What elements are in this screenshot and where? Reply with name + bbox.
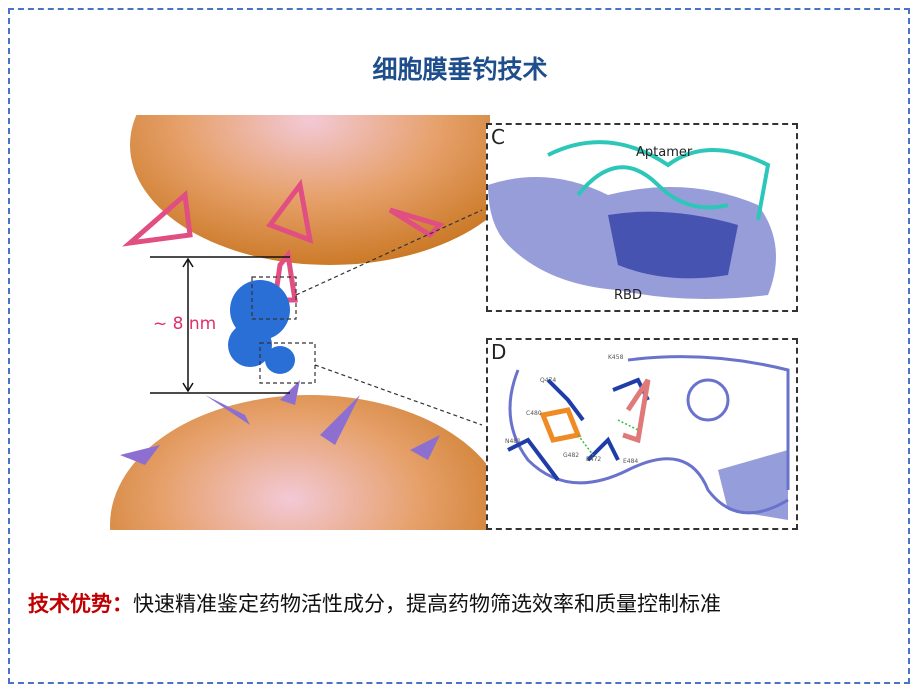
aptamer-label: Aptamer (636, 145, 693, 160)
panel-d-label: D (491, 340, 507, 364)
residue-label: K458 (608, 354, 624, 361)
top-cell-sphere (130, 115, 490, 265)
residue-label: E484 (623, 458, 639, 465)
cell-membrane-illustration (110, 115, 490, 530)
distance-label: ~ 8 nm (153, 314, 217, 334)
protein-blob (228, 280, 295, 374)
dashed-frame (8, 8, 910, 684)
advantage-statement: 技术优势：快速精准鉴定药物活性成分，提高药物筛选效率和质量控制标准 (28, 588, 721, 618)
distance-indicator (150, 256, 290, 394)
residue-label: E472 (586, 456, 602, 463)
advantage-text: 快速精准鉴定药物活性成分，提高药物筛选效率和质量控制标准 (133, 592, 721, 616)
page-title: 细胞膜垂钓技术 (372, 55, 548, 84)
panel-c-label: C (491, 125, 505, 149)
residue-label: N481 (505, 438, 521, 445)
residue-label: C480 (526, 410, 542, 417)
advantage-lead: 技术优势： (28, 592, 133, 616)
rbd-label: RBD (614, 288, 642, 303)
panel-c-aptamer-rbd: C Aptamer RBD (486, 123, 798, 312)
zoom-callouts (251, 209, 483, 426)
bottom-cell-sphere (110, 395, 490, 530)
residue-label: G482 (563, 452, 580, 459)
panel-d-binding-site: D K458 Q474 C480 N481 G482 E472 E484 (486, 338, 798, 530)
residue-label: Q474 (540, 377, 557, 384)
